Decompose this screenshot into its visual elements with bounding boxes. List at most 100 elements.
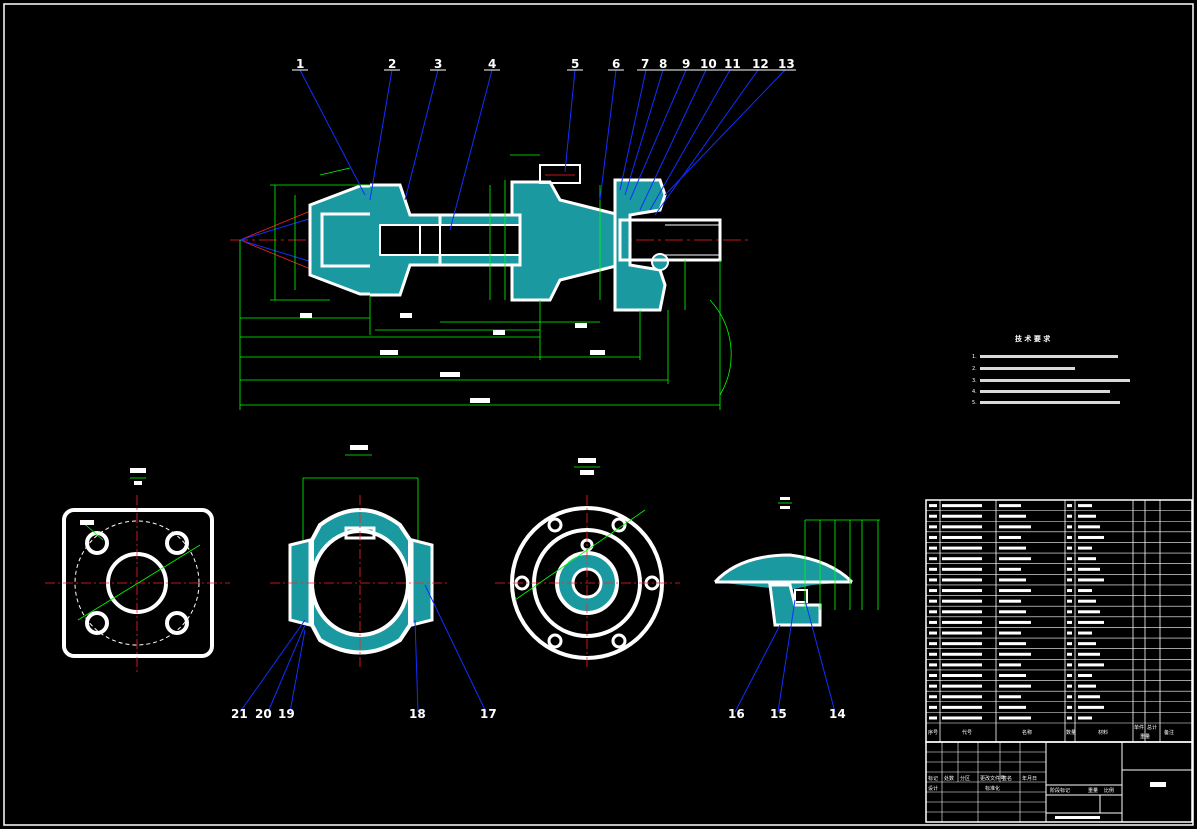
bom-cell-text	[929, 599, 937, 603]
tb-scale: 比例	[1104, 787, 1114, 794]
bom-cell-text	[942, 504, 982, 508]
bom-cell-text	[929, 557, 937, 561]
tb-mark: 标记	[928, 775, 938, 782]
bom-cell-text	[942, 589, 982, 593]
bom-header-weight-single: 单件	[1134, 724, 1144, 731]
bom-cell-text	[929, 546, 937, 550]
balloon-17: 17	[480, 707, 497, 721]
bom-cell-text	[942, 578, 982, 582]
balloon-8: 8	[659, 57, 667, 71]
bom-cell-text	[1078, 546, 1092, 550]
bom-header-remark: 备注	[1164, 729, 1174, 736]
balloon-5: 5	[571, 57, 579, 71]
title-block: 标记 处数 分区 更改文件号 签名 年月日 设计 标准化 阶段标记 重量 比例	[925, 741, 1193, 823]
bom-cell-text	[942, 631, 982, 635]
bom-cell-text	[1067, 589, 1072, 593]
bom-cell-text	[929, 535, 937, 539]
note-line-5: 5.	[972, 400, 977, 406]
bottom-balloon-labels: 21 20 19 18 17 16 15 14	[231, 707, 846, 721]
tb-date: 年月日	[1022, 775, 1037, 782]
sheet-border	[3, 3, 1194, 826]
notes-title: 技 术 要 求	[1015, 334, 1051, 343]
balloon-10: 10	[700, 57, 717, 71]
bom-cell-text	[1078, 663, 1104, 667]
bom-cell-text	[929, 525, 937, 529]
bom-header-index: 序号	[928, 729, 938, 736]
tb-weight: 重量	[1088, 787, 1098, 794]
balloon-4: 4	[488, 57, 496, 71]
bom-cell-text	[942, 599, 982, 603]
bom-cell-text	[942, 642, 982, 646]
bom-cell-text	[929, 674, 937, 678]
bom-cell-text	[1078, 695, 1100, 699]
bom-cell-text	[1067, 674, 1072, 678]
bom-cell-text	[999, 695, 1021, 699]
bom-cell-text	[999, 589, 1031, 593]
bom-cell-text	[999, 567, 1021, 571]
tb-sign: 签名	[1002, 775, 1012, 782]
balloon-7: 7	[641, 57, 649, 71]
technical-notes: 技 术 要 求 1. 2. 3. 4. 5.	[972, 334, 1130, 406]
bom-cell-text	[1078, 589, 1092, 593]
bom-cell-text	[999, 525, 1031, 529]
balloon-19: 19	[278, 707, 295, 721]
bom-cell-text	[1067, 705, 1072, 709]
main-assembly-view	[230, 164, 750, 312]
bom-table: 序号 代号 名称 数量 材料 单件 总计 重量 备注	[925, 499, 1193, 743]
note-line-4: 4.	[972, 389, 977, 395]
bom-cell-text	[1067, 546, 1072, 550]
bom-cell-text	[1078, 674, 1092, 678]
bom-cell-text	[1078, 684, 1096, 688]
balloon-15: 15	[770, 707, 787, 721]
bom-cell-text	[1078, 631, 1092, 635]
bom-cell-text	[942, 716, 982, 720]
bom-cell-text	[929, 716, 937, 720]
bom-cell-text	[942, 535, 982, 539]
tb-zone: 分区	[960, 775, 970, 782]
balloon-13: 13	[778, 57, 795, 71]
bom-cell-text	[1078, 620, 1104, 624]
round-flange-view	[495, 458, 680, 670]
note-line-2: 2.	[972, 366, 977, 372]
bom-cell-text	[929, 705, 937, 709]
bom-cell-text	[929, 642, 937, 646]
bom-header-qty: 数量	[1066, 729, 1076, 736]
bom-cell-text	[999, 663, 1021, 667]
bom-cell-text	[1067, 557, 1072, 561]
bom-cell-text	[1067, 716, 1072, 720]
bom-cell-text	[929, 652, 937, 656]
bom-cell-text	[1078, 578, 1104, 582]
bom-header-material: 材料	[1098, 729, 1108, 736]
bom-cell-text	[1078, 705, 1104, 709]
bom-cell-text	[999, 546, 1026, 550]
square-flange-view	[45, 468, 230, 675]
bom-header-code: 代号	[962, 729, 972, 736]
bom-cell-text	[1078, 557, 1096, 561]
bom-cell-text	[1067, 642, 1072, 646]
bom-cell-text	[1067, 525, 1072, 529]
bom-cell-text	[999, 599, 1021, 603]
bom-cell-text	[1067, 578, 1072, 582]
bom-cell-text	[942, 652, 982, 656]
bom-cell-text	[929, 620, 937, 624]
bom-cell-text	[929, 567, 937, 571]
tb-standardize: 标准化	[985, 785, 1000, 792]
bom-cell-text	[1067, 684, 1072, 688]
bom-cell-text	[1067, 652, 1072, 656]
bom-header-weight: 重量	[1140, 733, 1150, 740]
bom-cell-text	[999, 631, 1021, 635]
bom-cell-text	[1067, 599, 1072, 603]
bom-cell-text	[1067, 695, 1072, 699]
note-line-1: 1.	[972, 354, 977, 360]
bom-cell-text	[929, 663, 937, 667]
bom-cell-text	[999, 705, 1026, 709]
bom-cell-text	[999, 716, 1031, 720]
bom-cell-text	[1078, 504, 1092, 508]
bom-cell-text	[929, 631, 937, 635]
bom-header-name: 名称	[1022, 729, 1032, 736]
bom-cell-text	[1078, 525, 1100, 529]
tb-change-doc: 更改文件号	[980, 775, 1005, 782]
bom-cell-text	[942, 705, 982, 709]
bom-cell-text	[1067, 610, 1072, 614]
